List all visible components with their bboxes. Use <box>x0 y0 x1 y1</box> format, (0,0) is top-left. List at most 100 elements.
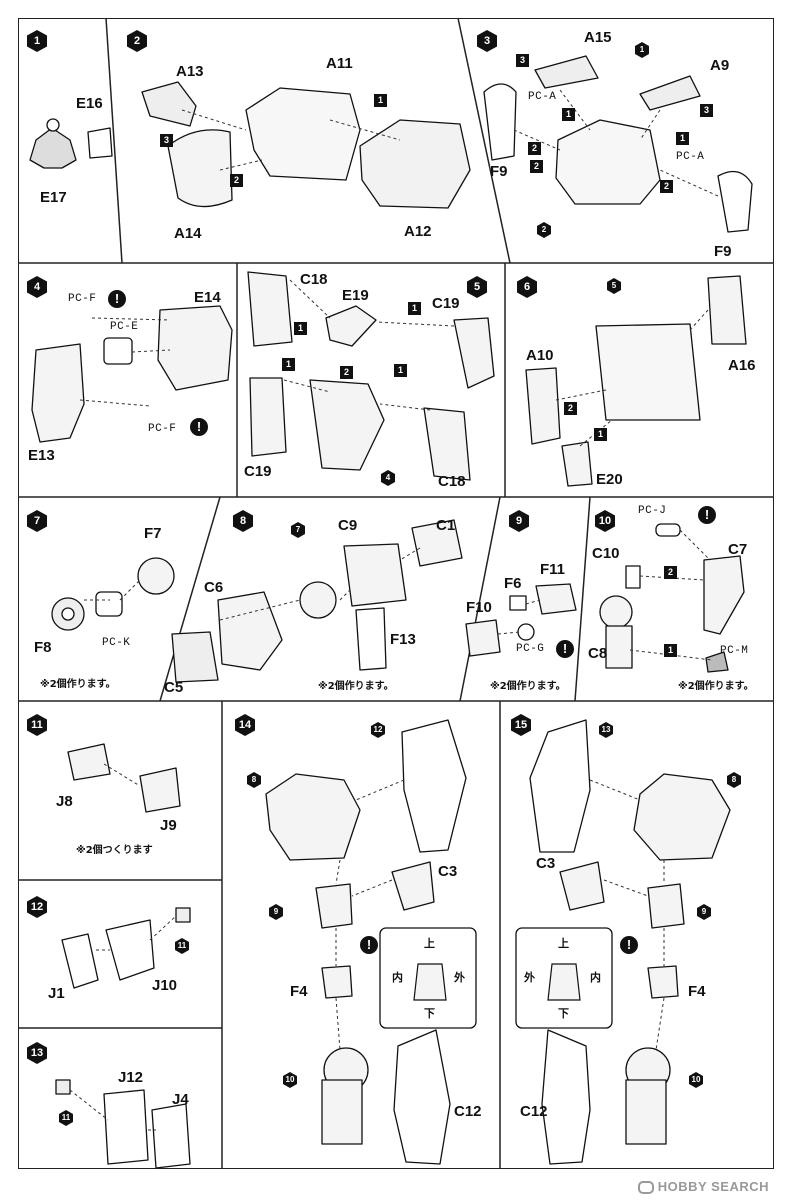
part-e19-art <box>325 305 377 347</box>
order-marker: 2 <box>528 142 541 155</box>
ref-badge-2: 2 <box>536 222 552 238</box>
part-label: C18 <box>300 271 328 288</box>
ref-badge-10a: 10 <box>282 1072 298 1088</box>
order-marker: 1 <box>594 428 607 441</box>
part-armor15-art <box>529 719 591 853</box>
polycap-label: PC-F <box>68 293 97 305</box>
part-label: A13 <box>176 63 204 80</box>
part-label: A15 <box>584 29 612 46</box>
order-marker: 3 <box>700 104 713 117</box>
part-label: J8 <box>56 793 73 810</box>
step-badge-3: 3 <box>476 30 498 52</box>
part-c8-art <box>599 595 633 629</box>
order-marker: 3 <box>160 134 173 147</box>
part-label: E17 <box>40 189 67 206</box>
part-f11-art <box>535 583 577 615</box>
step-badge-10: 10 <box>594 510 616 532</box>
part-j8-art <box>67 743 111 781</box>
order-marker: 1 <box>282 358 295 371</box>
ref-badge-5: 5 <box>606 278 622 294</box>
part-c18a-art <box>247 271 293 347</box>
part-f4-15-art <box>647 965 679 999</box>
order-marker: 2 <box>564 402 577 415</box>
make-two-note: ※2個つくります <box>76 845 153 856</box>
ref-badge-12: 12 <box>370 722 386 738</box>
part-label: C18 <box>438 473 466 490</box>
orient-bottom: 下 <box>558 1007 569 1020</box>
order-marker: 3 <box>516 54 529 67</box>
part-c12-15-art <box>541 1029 591 1165</box>
part-f9r-art <box>717 170 753 233</box>
part-label: F13 <box>390 631 416 648</box>
step-badge-6: 6 <box>516 276 538 298</box>
part-f6-art <box>509 595 527 611</box>
ref-badge-11a: 11 <box>174 938 190 954</box>
part-label: J12 <box>118 1069 144 1086</box>
order-marker: 1 <box>664 644 677 657</box>
step-badge-11: 11 <box>26 714 48 736</box>
step-badge-9: 9 <box>508 510 530 532</box>
ref-badge-10b: 10 <box>688 1072 704 1088</box>
part-9-15-art <box>647 883 685 929</box>
polycap-label: PC-K <box>102 637 131 649</box>
orient-top: 上 <box>424 937 435 950</box>
ref-badge-8b: 8 <box>726 772 742 788</box>
part-label: C3 <box>536 855 556 872</box>
part-f4-14-art <box>321 965 353 999</box>
caution-icon: ! <box>108 290 126 308</box>
ref-badge-4: 4 <box>380 470 396 486</box>
part-label: C9 <box>338 517 358 534</box>
part-c1-art <box>411 519 463 567</box>
make-two-note: ※2個作ります。 <box>490 681 566 692</box>
order-marker: 1 <box>676 132 689 145</box>
ref-badge-1: 1 <box>634 42 650 58</box>
part-f13-art <box>355 607 387 671</box>
part-e17-art <box>29 127 77 169</box>
part-a15-art <box>534 55 599 89</box>
order-marker: 1 <box>294 322 307 335</box>
order-marker: 2 <box>340 366 353 379</box>
part-label: F6 <box>504 575 522 592</box>
part-label: E14 <box>194 289 221 306</box>
part-label: C8 <box>588 645 608 662</box>
ref-badge-9a: 9 <box>268 904 284 920</box>
polycap-label: PC-F <box>148 423 177 435</box>
make-two-note: ※2個作ります。 <box>318 681 394 692</box>
part-e16-art <box>87 127 113 159</box>
step-badge-1: 1 <box>26 30 48 52</box>
part-label: J1 <box>48 985 65 1002</box>
part-pck-art <box>95 591 123 617</box>
part-j9-art <box>139 767 181 813</box>
caution-icon: ! <box>190 418 208 436</box>
part-label: C3 <box>438 863 458 880</box>
step-badge-14: 14 <box>234 714 256 736</box>
part-a13-art <box>141 81 197 127</box>
step-badge-2: 2 <box>126 30 148 52</box>
orient-right: 外 <box>454 971 465 984</box>
ref-badge-8a: 8 <box>246 772 262 788</box>
part-label: A16 <box>728 357 756 374</box>
orient-bottom: 下 <box>424 1007 435 1020</box>
part-label: A14 <box>174 225 202 242</box>
part-label: F7 <box>144 525 162 542</box>
order-marker: 2 <box>660 180 673 193</box>
orient-right: 内 <box>590 971 601 984</box>
part-c18b-art <box>423 407 471 481</box>
step-badge-5: 5 <box>466 276 488 298</box>
part-label: C5 <box>164 679 184 696</box>
ref-badge-7: 7 <box>290 522 306 538</box>
part-center5-art <box>309 379 385 471</box>
order-marker: 1 <box>394 364 407 377</box>
part-a12-art <box>359 119 471 209</box>
part-c5-art <box>171 631 219 683</box>
step-badge-7: 7 <box>26 510 48 532</box>
part-a9-art <box>639 75 701 111</box>
part-c6-art <box>217 591 283 671</box>
polycap-label: PC-J <box>638 505 667 517</box>
part-label: E16 <box>76 95 103 112</box>
part-c19b-art <box>249 377 287 457</box>
part-label: F11 <box>540 561 566 578</box>
part-label: J10 <box>152 977 178 994</box>
part-j4-art <box>151 1103 191 1169</box>
